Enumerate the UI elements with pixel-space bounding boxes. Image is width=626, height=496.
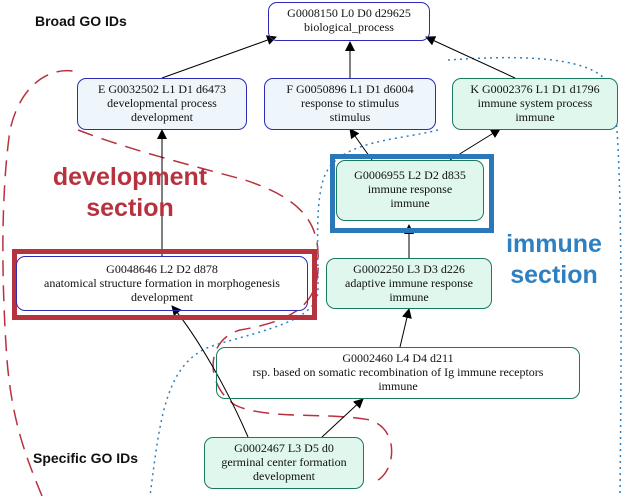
node-g0002467-id: G0002467 L3 D5 d0 — [234, 441, 334, 455]
node-g0002460-id: G0002460 L4 D4 d211 — [342, 351, 454, 365]
node-g0002460-section: immune — [378, 379, 418, 393]
node-f-response-to-stimulus[interactable]: F G0050896 L1 D1 d6004 response to stimu… — [264, 78, 436, 130]
node-g0002460-somatic-recombination[interactable]: G0002460 L4 D4 d211 rsp. based on somati… — [216, 347, 580, 399]
node-g0006955-section: immune — [390, 196, 430, 210]
immune-section-label: immune section — [498, 229, 610, 291]
node-g0006955-name: immune response — [367, 182, 453, 196]
node-f-id: F G0050896 L1 D1 d6004 — [286, 82, 414, 96]
development-section-line-2: section — [86, 194, 174, 222]
node-k-name: immune system process — [477, 96, 593, 110]
node-g0002467-section: development — [253, 469, 315, 483]
development-section-line-1: development — [52, 163, 208, 191]
node-biological-process-name: biological_process — [304, 20, 394, 34]
node-g0048646-anatomical-structure-formation[interactable]: G0048646 L2 D2 d878 anatomical structure… — [16, 256, 308, 311]
node-g0002460-name: rsp. based on somatic recombination of I… — [252, 365, 544, 379]
immune-section-line-2: section — [510, 261, 598, 289]
node-g0002250-name: adaptive immune response — [345, 276, 473, 290]
node-k-immune-system-process[interactable]: K G0002376 L1 D1 d1796 immune system pro… — [452, 78, 618, 130]
edge-e-to-bio — [161, 35, 277, 79]
immune-highlight-box — [330, 154, 494, 233]
node-k-id: K G0002376 L1 D1 d1796 — [470, 82, 600, 96]
node-g0002467-name: germinal center formation — [221, 455, 347, 469]
specific-go-ids-label: Specific GO IDs — [33, 450, 139, 466]
node-e-id: E G0032502 L1 D1 d6473 — [98, 82, 226, 96]
node-g0048646-section: development — [131, 290, 193, 304]
development-highlight-box — [12, 249, 317, 320]
node-g0002467-germinal-center-formation[interactable]: G0002467 L3 D5 d0 germinal center format… — [204, 437, 364, 489]
edge-k-to-bio — [425, 36, 516, 79]
development-section-label: development section — [40, 162, 220, 224]
edge-g2460-to-g2250 — [399, 308, 412, 348]
node-e-name: developmental process — [107, 96, 217, 110]
node-g0002250-adaptive-immune-response[interactable]: G0002250 L3 D3 d226 adaptive immune resp… — [326, 258, 492, 309]
development-section-boundary — [2, 70, 393, 496]
node-biological-process-id: G0008150 L0 D0 d29625 — [287, 6, 411, 20]
node-biological-process[interactable]: G0008150 L0 D0 d29625 biological_process — [268, 2, 430, 41]
node-g0006955-immune-response[interactable]: G0006955 L2 D2 d835 immune response immu… — [336, 160, 484, 221]
node-g0048646-name: anatomical structure formation in morpho… — [44, 276, 280, 290]
broad-go-ids-label: Broad GO IDs — [35, 13, 127, 29]
node-g0002250-section: immune — [389, 290, 429, 304]
node-e-section: development — [131, 110, 193, 124]
immune-section-boundary — [149, 56, 622, 496]
edge-g2467-to-g2460 — [321, 398, 364, 438]
node-f-section: stimulus — [329, 110, 371, 124]
node-g0006955-id: G0006955 L2 D2 d835 — [354, 168, 466, 182]
node-f-name: response to stimulus — [301, 96, 399, 110]
immune-section-line-1: immune — [506, 230, 602, 258]
node-g0048646-id: G0048646 L2 D2 d878 — [106, 262, 218, 276]
node-e-developmental-process[interactable]: E G0032502 L1 D1 d6473 developmental pro… — [77, 78, 247, 130]
node-k-section: immune — [515, 110, 555, 124]
node-g0002250-id: G0002250 L3 D3 d226 — [353, 262, 465, 276]
